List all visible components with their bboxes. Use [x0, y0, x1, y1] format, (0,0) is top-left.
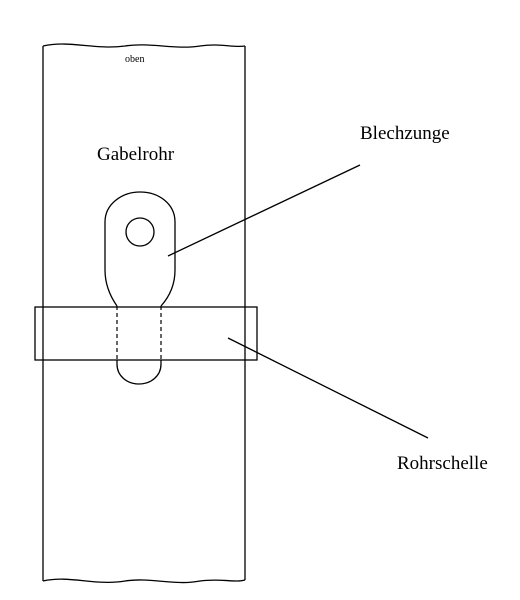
leader-line-tongue — [167, 164, 361, 257]
tube-bottom-break-line — [42, 578, 246, 584]
fork-tube — [42, 43, 246, 584]
tube-clamp — [34, 306, 258, 361]
leader-line-clamp — [227, 337, 429, 439]
tongue-hole — [125, 217, 155, 247]
label-fork-tube: Gabelrohr — [97, 144, 175, 165]
label-top: oben — [125, 54, 144, 65]
tongue-upper-outline — [104, 191, 176, 307]
tube-top-break-line — [42, 43, 246, 48]
sheet-metal-tongue — [104, 191, 176, 385]
label-sheet-metal-tongue: Blechzunge — [360, 123, 450, 144]
label-tube-clamp: Rohrschelle — [397, 453, 488, 474]
tongue-lower-tip — [116, 360, 162, 385]
